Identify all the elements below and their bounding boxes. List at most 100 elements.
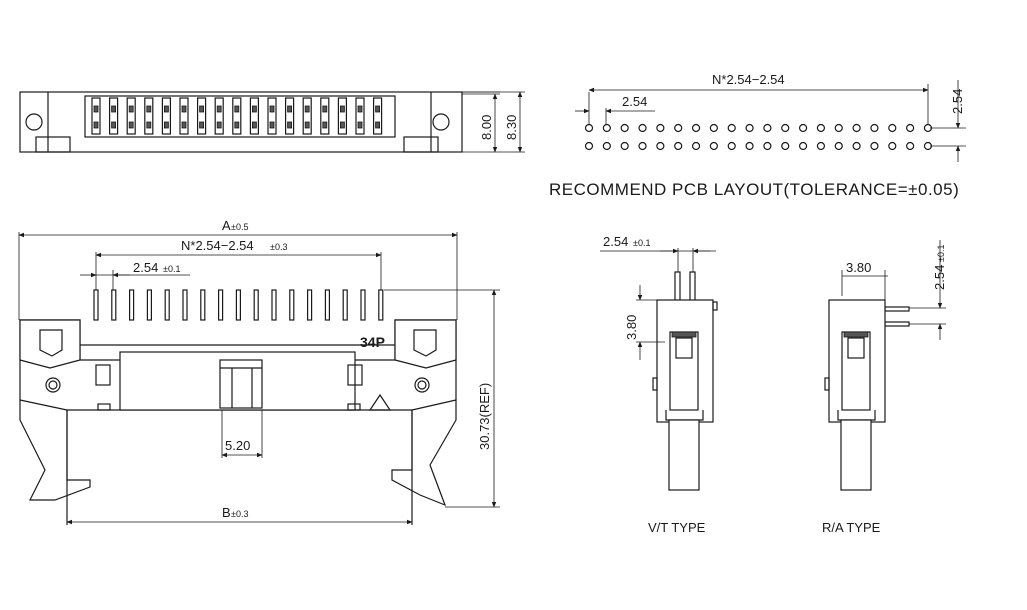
top-dim-overall-label: 8.30 bbox=[504, 115, 519, 140]
top-pin bbox=[285, 97, 295, 135]
pcb-hole bbox=[798, 123, 808, 133]
pcb-hole bbox=[816, 141, 826, 151]
top-pin bbox=[197, 97, 207, 135]
pcb-hole bbox=[638, 123, 647, 133]
top-pin bbox=[91, 97, 101, 135]
pcb-hole bbox=[584, 123, 594, 133]
pcb-hole bbox=[638, 141, 647, 151]
front-pin bbox=[164, 289, 170, 321]
front-pin bbox=[342, 289, 348, 321]
pcb-hole bbox=[888, 141, 897, 151]
front-dim-pitch-label: 2.54 bbox=[133, 260, 158, 275]
front-right-latch bbox=[391, 399, 457, 507]
front-pin bbox=[93, 289, 99, 321]
front-pin bbox=[378, 289, 384, 321]
pcb-hole bbox=[727, 123, 736, 133]
ra-pin-b bbox=[884, 321, 910, 327]
pcb-hole bbox=[781, 141, 790, 151]
vt-pin-a bbox=[674, 271, 681, 303]
vt-caption: V/T TYPE bbox=[648, 520, 706, 535]
top-pin bbox=[179, 97, 189, 135]
pcb-hole bbox=[709, 123, 718, 133]
top-right-ear-hole bbox=[432, 113, 450, 131]
top-pin bbox=[355, 97, 365, 135]
pcb-hole bbox=[852, 141, 861, 151]
pcb-hole bbox=[834, 141, 843, 151]
front-dim-pitch-tol: ±0.1 bbox=[163, 264, 180, 274]
pcb-hole bbox=[798, 141, 808, 151]
top-pin bbox=[214, 97, 224, 135]
ra-pin-a bbox=[884, 306, 910, 312]
ra-dim-pin-label: 3.80 bbox=[846, 260, 871, 275]
top-dim-height-label: 8.00 bbox=[479, 115, 494, 140]
front-pin-row bbox=[93, 289, 384, 321]
front-dim-b-tol: ±0.3 bbox=[231, 509, 248, 519]
front-dim-b-label: B bbox=[222, 505, 231, 520]
pcb-hole bbox=[906, 123, 915, 133]
pcb-hole bbox=[763, 123, 772, 133]
pcb-layout-caption: RECOMMEND PCB LAYOUT(TOLERANCE=±0.05) bbox=[549, 180, 959, 199]
pcb-hole bbox=[674, 123, 683, 133]
vt-dim-pitch-label: 2.54 bbox=[603, 234, 628, 249]
front-pin bbox=[111, 289, 117, 321]
pcb-hole bbox=[709, 141, 718, 151]
top-pin bbox=[337, 97, 347, 135]
vt-pin-b bbox=[689, 271, 696, 303]
pcb-hole bbox=[727, 141, 736, 151]
front-pin bbox=[289, 289, 295, 321]
front-dim-height-label: 30.73(REF) bbox=[477, 383, 492, 450]
pcb-hole bbox=[656, 123, 665, 133]
pcb-hole bbox=[852, 123, 861, 133]
pcb-hole bbox=[888, 123, 897, 133]
front-dim-n-label: N*2.54−2.54 bbox=[181, 238, 254, 253]
pcb-hole bbox=[745, 141, 754, 151]
pcb-hole bbox=[656, 141, 665, 151]
top-pin bbox=[144, 97, 154, 135]
front-pin bbox=[235, 289, 241, 321]
pcb-hole bbox=[816, 123, 826, 133]
pcb-hole bbox=[584, 141, 594, 151]
front-pin bbox=[307, 289, 313, 321]
pin1-triangle-icon bbox=[368, 393, 392, 411]
front-left-ear bbox=[19, 319, 81, 369]
front-pin bbox=[146, 289, 152, 321]
front-pin bbox=[324, 289, 330, 321]
ra-contact bbox=[841, 331, 871, 411]
top-left-ear-hole bbox=[25, 113, 43, 131]
front-dim-n-tol: ±0.3 bbox=[270, 242, 287, 252]
vt-contact bbox=[669, 331, 699, 411]
top-pin bbox=[373, 97, 383, 135]
top-pin bbox=[302, 97, 312, 135]
front-polarization-key bbox=[219, 359, 263, 409]
front-pin bbox=[218, 289, 224, 321]
front-dim-a-tol: ±0.5 bbox=[231, 222, 248, 232]
front-pin bbox=[271, 289, 277, 321]
front-pin bbox=[200, 289, 206, 321]
top-pin bbox=[320, 97, 330, 135]
top-left-foot bbox=[35, 136, 71, 153]
vt-cable bbox=[668, 419, 700, 491]
top-right-foot bbox=[403, 136, 439, 153]
pcb-hole bbox=[620, 123, 629, 133]
top-pin bbox=[126, 97, 136, 135]
front-left-ear-window bbox=[39, 329, 63, 357]
front-marking-34p: 34P bbox=[360, 334, 385, 350]
front-right-ear bbox=[394, 319, 457, 369]
front-dim-a-label: A bbox=[222, 218, 231, 233]
pcb-hole bbox=[602, 123, 611, 133]
front-left-latch bbox=[19, 399, 91, 501]
pcb-dim-row-label: 2.54 bbox=[950, 89, 965, 114]
pcb-dim-pitch-label: 2.54 bbox=[622, 94, 647, 109]
pcb-hole bbox=[763, 141, 772, 151]
pcb-hole bbox=[870, 141, 879, 151]
pcb-hole bbox=[602, 141, 611, 151]
vt-dim-pitch-tol: ±0.1 bbox=[633, 238, 650, 248]
front-pin bbox=[129, 289, 135, 321]
pcb-hole bbox=[870, 123, 879, 133]
pcb-hole bbox=[691, 141, 701, 151]
pcb-hole-grid bbox=[584, 123, 933, 151]
front-dim-key-label: 5.20 bbox=[225, 438, 250, 453]
ra-cable bbox=[840, 419, 872, 491]
front-right-ear-window bbox=[413, 329, 437, 357]
front-view: A ±0.5 N*2.54−2.54 ±0.3 2.54 ±0.1 34P bbox=[18, 218, 500, 525]
